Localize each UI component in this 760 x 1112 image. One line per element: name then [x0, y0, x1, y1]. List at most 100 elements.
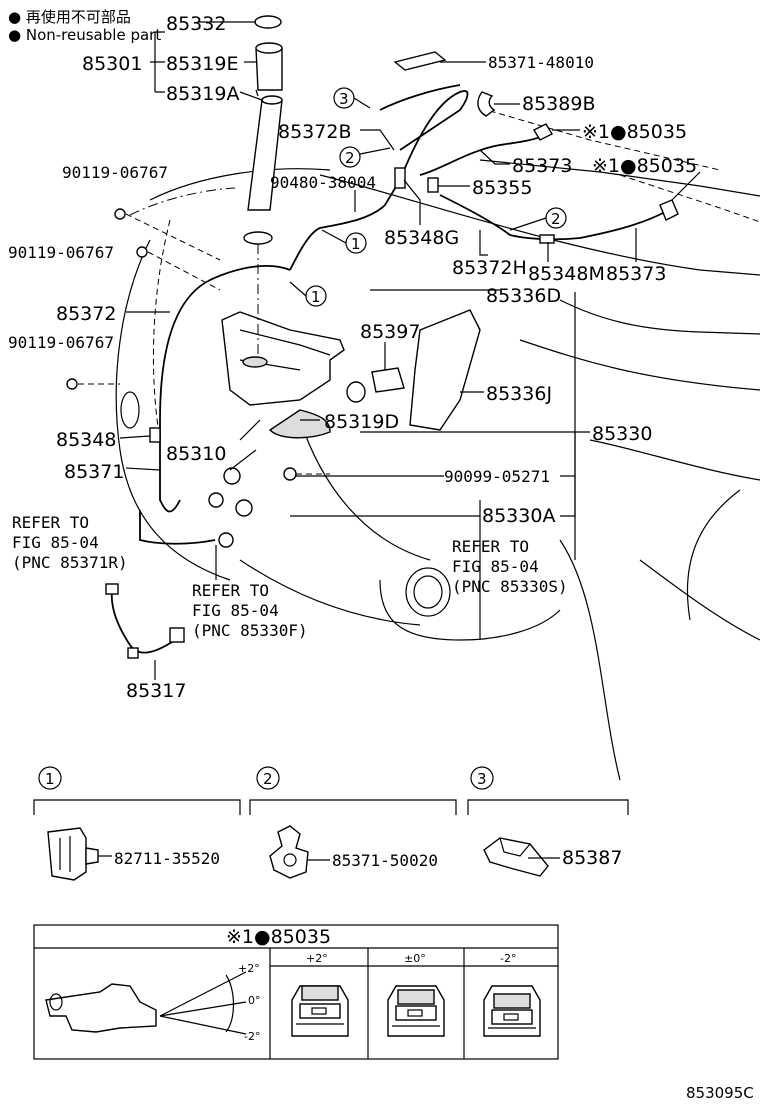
- detail-bracket-2: [249, 799, 457, 815]
- hose-85389B: [477, 91, 496, 117]
- body-dash-2: [619, 174, 760, 223]
- nozzle-adjustment-box: ※1●85035 +2° ±0° -2° +2° 0° -2°: [33, 924, 559, 1060]
- detail-bracket-1: [33, 799, 241, 815]
- connector-85348: [149, 427, 161, 443]
- label-90119-a: 90119-06767: [62, 163, 168, 182]
- vehicle-body-outline: [115, 107, 760, 781]
- hose-85371: [159, 420, 181, 513]
- label-85336J: 85336J: [486, 383, 552, 405]
- hose-85373-upper: [419, 134, 546, 176]
- fender-top: [319, 174, 760, 276]
- scale-minus2: -2°: [244, 1030, 260, 1043]
- adjust-box-title: ※1●85035: [226, 926, 331, 948]
- ref-85371R-line1: REFER TO: [12, 513, 89, 532]
- cover-85336J: [409, 309, 481, 431]
- bolt-90119-c: [66, 378, 78, 390]
- ref-85330S-line2: FIG 85-04: [452, 557, 539, 576]
- hose-ref-85371R: [139, 510, 216, 545]
- hose-85373-lower: [579, 211, 666, 239]
- connector-85355: [394, 167, 406, 189]
- body-dash-1: [479, 107, 721, 171]
- bolt-90119-a: [114, 208, 126, 220]
- grommet-90480: [243, 231, 273, 245]
- detail-bracket-3: [467, 799, 629, 815]
- svg-text:1: 1: [351, 235, 361, 253]
- label-85371-50020: 85371-50020: [332, 851, 438, 870]
- connector-85348M: [539, 234, 555, 244]
- bumper-left: [115, 239, 231, 581]
- nozzles: [533, 123, 679, 221]
- wheel-arch-1: [559, 539, 621, 781]
- label-85319A: 85319A: [166, 83, 239, 105]
- washer-tank-85310: [221, 231, 345, 439]
- ref-85371R-line3: (PNC 85371R): [12, 553, 128, 572]
- label-85310: 85310: [166, 443, 226, 465]
- label-85301: 85301: [82, 53, 142, 75]
- grommet-85310-b: [235, 499, 253, 517]
- nozzle-85035-right: [659, 199, 679, 221]
- adjust-box-frame: [33, 924, 559, 1060]
- label-85319D: 85319D: [324, 411, 399, 433]
- washer-tank-body: [221, 311, 345, 406]
- fender-line-2: [519, 339, 760, 391]
- marker-2-main-a: [339, 146, 361, 168]
- detail-marker-2: [256, 766, 280, 790]
- washer-hoses: [139, 51, 666, 545]
- wire-harness-85317: [105, 583, 185, 659]
- cap-seal-85332: [254, 15, 282, 29]
- hose-85372B: [399, 90, 469, 181]
- legend-japanese: ● 再使用不可部品: [8, 8, 131, 26]
- hose-85372H: [439, 194, 581, 241]
- bumper-bottom-1: [239, 559, 421, 626]
- label-85348G: 85348G: [384, 227, 459, 249]
- body-line-1: [479, 159, 760, 197]
- label-85389B: 85389B: [522, 93, 595, 115]
- label-82711-35520: 82711-35520: [114, 849, 220, 868]
- label-90119-b: 90119-06767: [8, 243, 114, 262]
- bolt-90099: [283, 467, 297, 481]
- svg-text:2: 2: [345, 149, 355, 167]
- clip-85371-50020: [269, 825, 309, 879]
- detail-section: 1 2 3 82711-35520 85371-50020 85387: [33, 766, 629, 881]
- label-85373-lower: 85373: [606, 263, 666, 285]
- leader-lines: [119, 21, 701, 680]
- clip-85387: [483, 837, 549, 877]
- nozzle-front-plus2: [291, 985, 349, 1037]
- angle-zero: ±0°: [404, 952, 426, 965]
- label-85372B: 85372B: [278, 121, 351, 143]
- svg-text:1: 1: [45, 770, 55, 788]
- wheel-arch-3: [686, 489, 741, 621]
- figure-id: 853095C: [686, 1084, 754, 1102]
- label-85330A: 85330A: [482, 505, 555, 527]
- ref-85330S-line3: (PNC 85330S): [452, 577, 568, 596]
- label-90119-c: 90119-06767: [8, 333, 114, 352]
- nozzle-front-minus2: [483, 985, 541, 1037]
- spray-angle-lines: [159, 971, 247, 1035]
- nozzle-side-view: [45, 983, 157, 1033]
- fender-line-3: [589, 439, 760, 481]
- fog-lamp-inner: [413, 575, 443, 609]
- scale-plus2: +2°: [238, 962, 260, 975]
- label-85035-upper: ※1●85035: [582, 121, 687, 143]
- svg-text:2: 2: [263, 770, 273, 788]
- tank-bracket: [268, 409, 331, 439]
- hood-dash: [129, 187, 236, 216]
- hose-85348G: [289, 179, 401, 271]
- circle-markers-main: 3 2 2 1 1: [289, 87, 567, 307]
- label-85330: 85330: [592, 423, 652, 445]
- scale-zero: 0°: [248, 994, 261, 1007]
- wheel-arch-2: [639, 559, 760, 641]
- reference-notes: REFER TO FIG 85-04 (PNC 85371R) REFER TO…: [12, 513, 568, 640]
- grommet-85310-a: [223, 467, 241, 485]
- clip-82711-35520: [47, 827, 87, 881]
- detail-marker-1: [38, 766, 62, 790]
- filler-hose-85319A: [247, 99, 283, 211]
- clip-85371-48010: [393, 51, 447, 71]
- pump-components: [66, 208, 481, 548]
- nozzle-front-zero: [387, 985, 445, 1037]
- ref-85371R-line2: FIG 85-04: [12, 533, 99, 552]
- svg-text:3: 3: [477, 770, 487, 788]
- label-85371: 85371: [64, 461, 124, 483]
